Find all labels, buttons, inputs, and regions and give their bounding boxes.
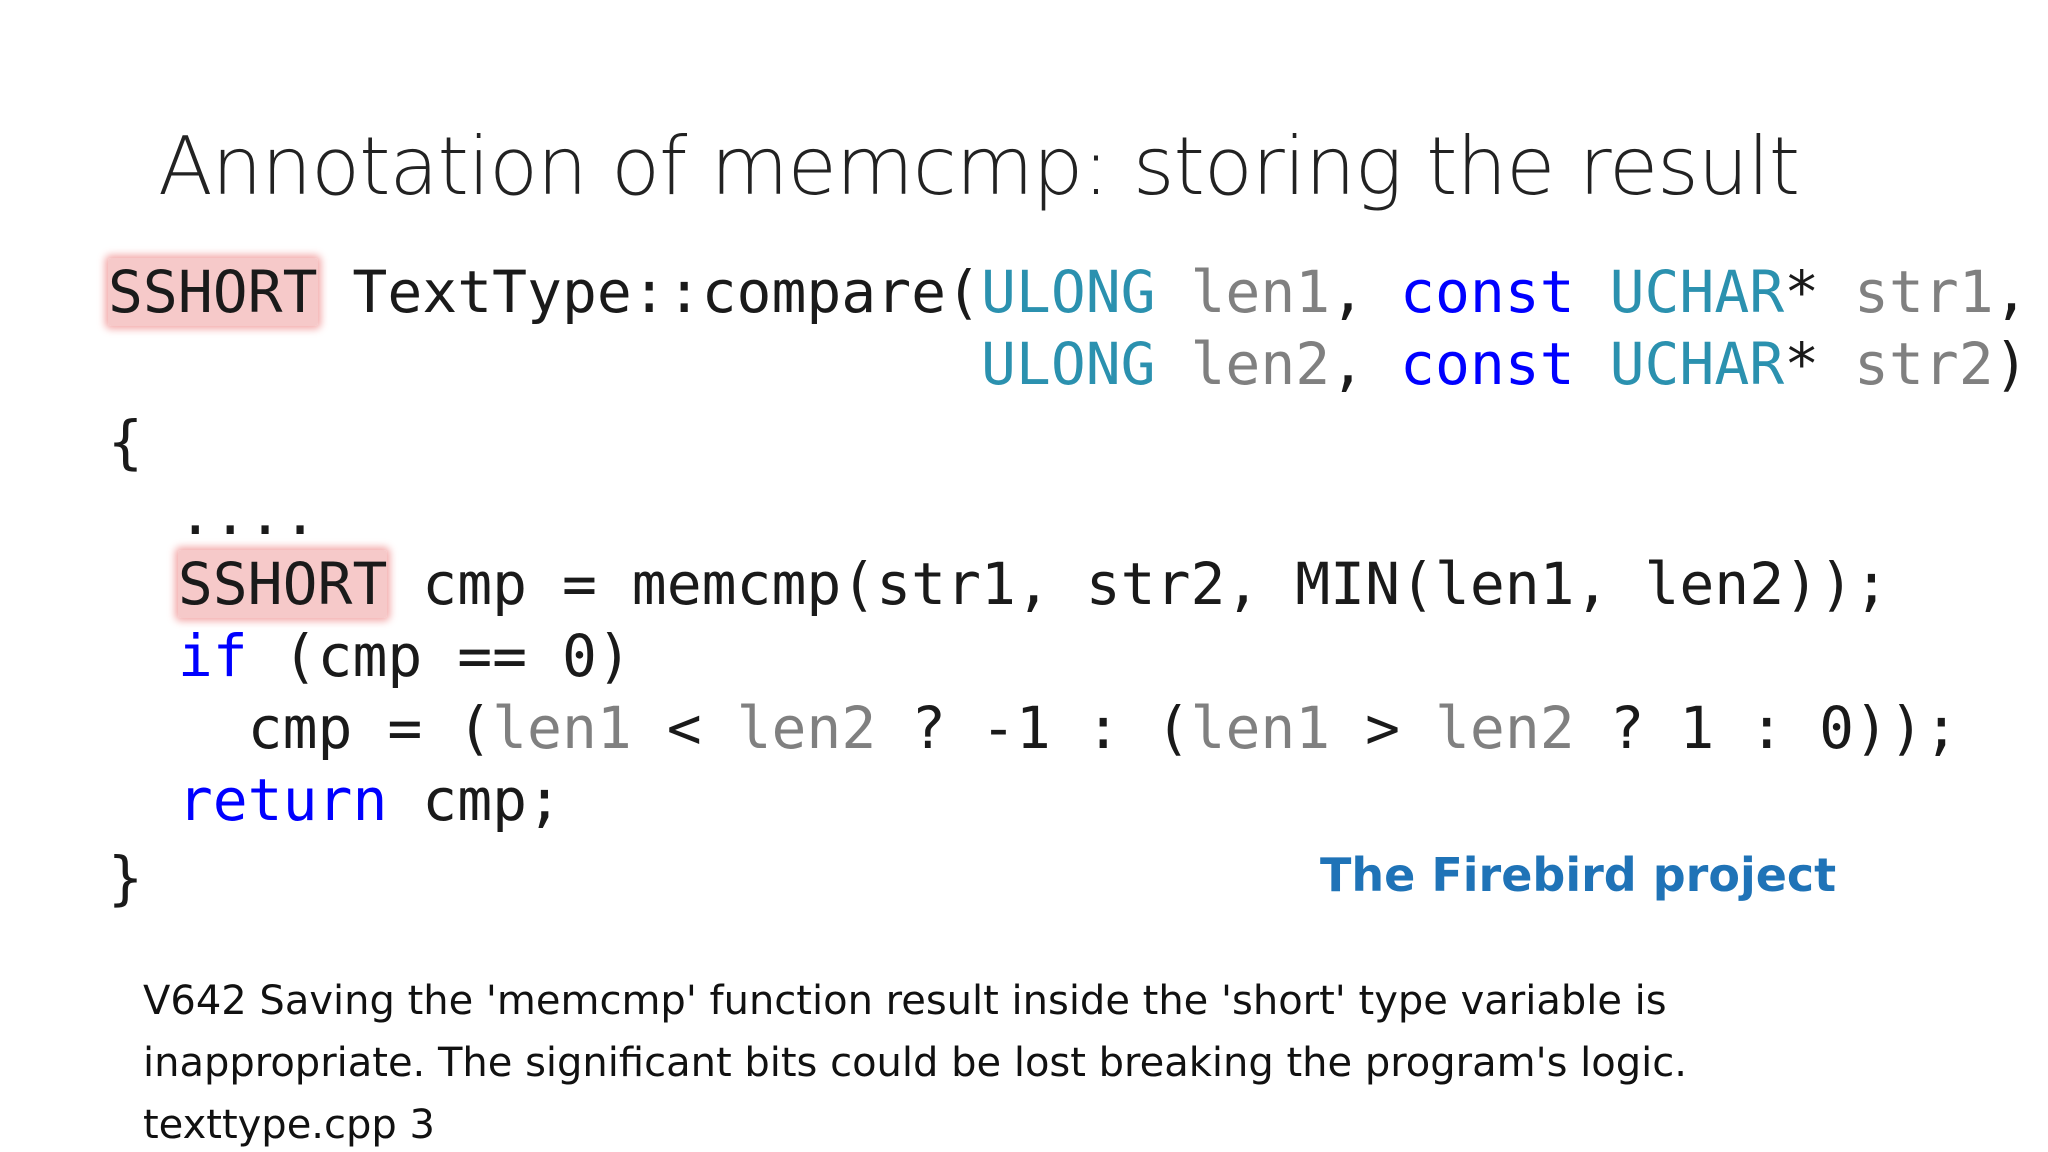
type-uchar: UCHAR [1609,258,1785,326]
indent [108,550,178,618]
if-condition: (cmp == 0) [247,622,632,690]
operator: > [1330,694,1435,762]
project-label: The Firebird project [1320,848,1837,902]
keyword-const: const [1400,258,1575,326]
function-signature: TextType::compare( [317,258,981,326]
code-line-4: .... [108,480,318,548]
return-value: cmp; [387,766,562,834]
indent [108,330,981,398]
code-line-2: ULONG len2, const UCHAR* str2) [108,328,2029,400]
space [1156,330,1191,398]
param-str2: str2 [1854,330,1994,398]
diagnostic-line-3: texttype.cpp 3 [143,1102,435,1148]
param-len2: len2 [1190,330,1331,398]
space [1575,258,1610,326]
diagnostic-message: V642 Saving the 'memcmp' function result… [143,970,1687,1152]
ternary-middle: ? -1 : ( [876,694,1191,762]
slide-title: Annotation of memcmp: storing the result [158,120,1800,213]
separator: , [1330,258,1401,326]
diagnostic-line-1: V642 Saving the 'memcmp' function result… [143,978,1667,1024]
ternary-end: ? 1 : 0)); [1574,694,1959,762]
highlighted-variable-type: SSHORT [177,550,388,618]
type-uchar: UCHAR [1609,330,1785,398]
space [1156,258,1191,326]
param-str1: str1 [1854,258,1994,326]
pointer: * [1784,330,1855,398]
code-line-7: cmp = (len1 < len2 ? -1 : (len1 > len2 ?… [108,692,1959,764]
separator: , [1330,330,1401,398]
diagnostic-line-2: inappropriate. The significant bits coul… [143,1040,1687,1086]
assign-prefix: cmp = ( [108,694,493,762]
punctuation: ) [1993,330,2029,398]
highlighted-return-type: SSHORT [108,258,318,326]
pointer: * [1784,258,1855,326]
param-len1: len1 [1190,258,1331,326]
code-line-6: if (cmp == 0) [108,620,632,692]
indent [108,766,178,834]
code-line-5: SSHORT cmp = memcmp(str1, str2, MIN(len1… [108,548,1889,620]
punctuation: , [1993,258,2029,326]
param-len2: len2 [1434,694,1575,762]
keyword-if: if [177,622,248,690]
code-line-3: { [108,408,143,476]
keyword-return: return [177,766,388,834]
space [1575,330,1610,398]
type-ulong: ULONG [980,258,1156,326]
code-line-8: return cmp; [108,764,562,836]
indent [108,622,178,690]
operator: < [631,694,737,762]
keyword-const: const [1400,330,1575,398]
param-len2: len2 [736,694,877,762]
code-line-1: SSHORT TextType::compare(ULONG len1, con… [108,256,2029,328]
param-len1: len1 [492,694,632,762]
memcmp-call: cmp = memcmp(str1, str2, MIN(len1, len2)… [387,550,1889,618]
param-len1: len1 [1190,694,1331,762]
code-line-9: } [108,844,143,912]
type-ulong: ULONG [980,330,1156,398]
